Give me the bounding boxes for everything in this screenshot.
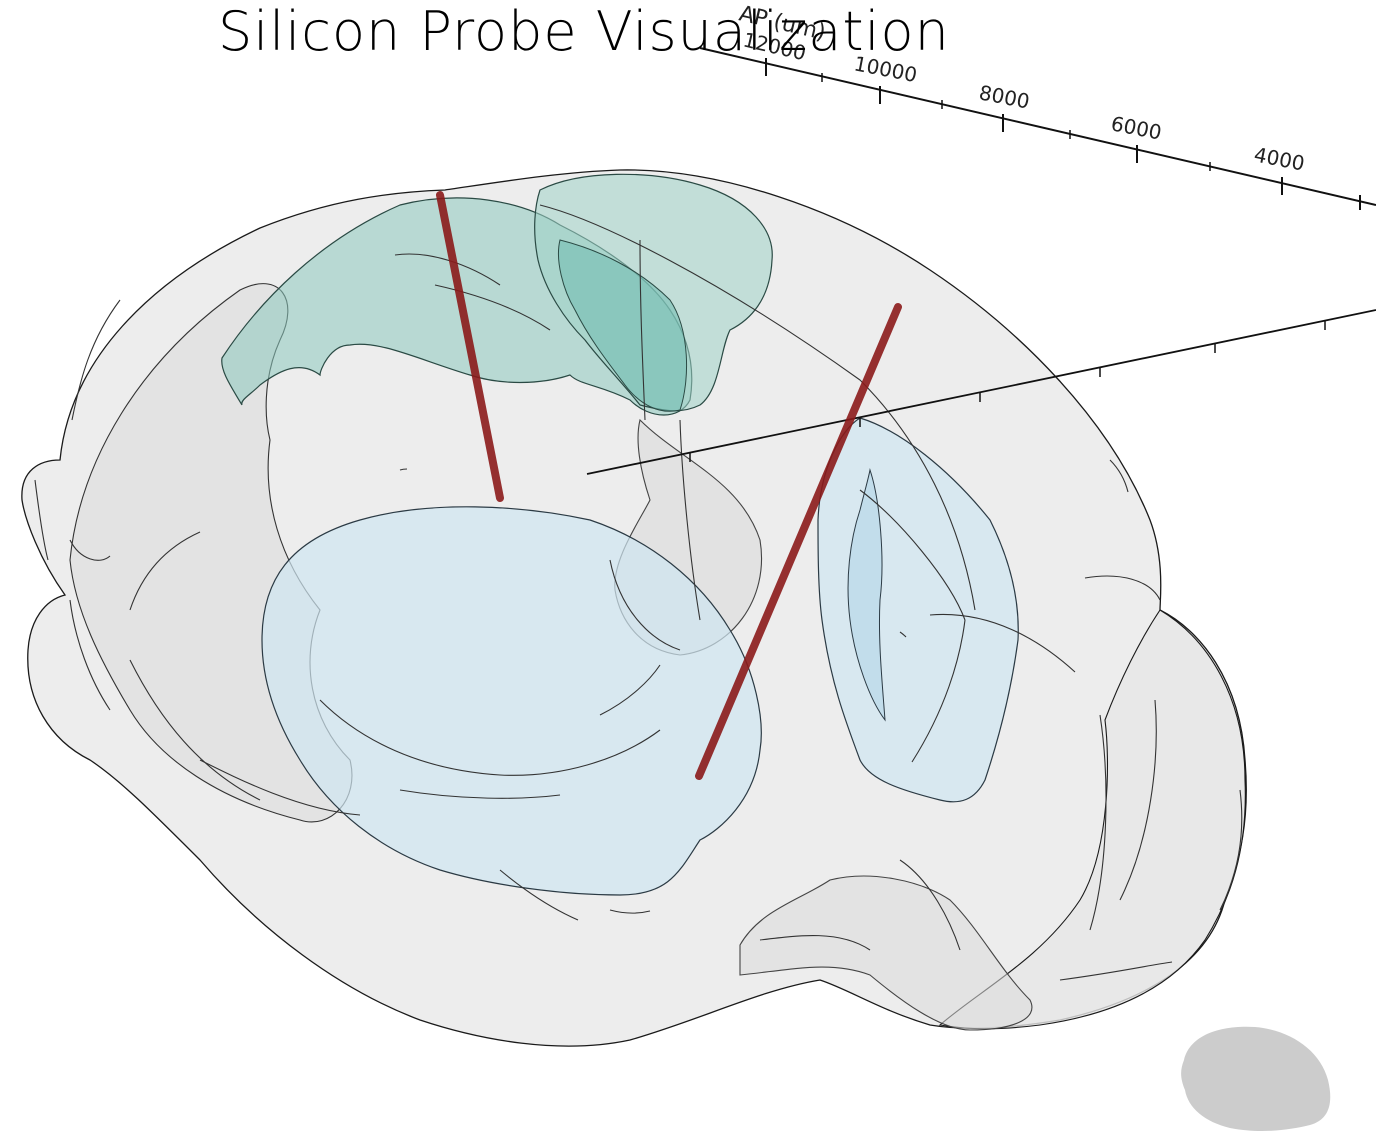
- blue-region-left: [261, 506, 762, 896]
- blue-region-inner: [847, 468, 886, 722]
- contour-line: [859, 489, 966, 621]
- contour-line: [539, 204, 976, 611]
- probe-1[interactable]: [436, 191, 504, 502]
- contour-line: [911, 619, 966, 763]
- ap-tick-label-3: 6000: [1109, 111, 1164, 144]
- contour-line: [434, 284, 551, 331]
- probes: [436, 191, 902, 780]
- inner-structure-ventral: [739, 875, 1033, 1031]
- ml-axis: [586, 309, 1376, 475]
- ml-axis-line: [586, 309, 1376, 475]
- contour-line: [319, 699, 661, 776]
- contour-line: [1059, 961, 1173, 981]
- figure-title: Silicon Probe Visualization: [218, 0, 950, 63]
- contour-line: [1119, 699, 1157, 901]
- contour-line: [69, 599, 111, 711]
- ap-axis: AP (um) 12000 10000 8000 6000 4000: [699, 1, 1376, 210]
- contour-line: [199, 759, 361, 816]
- ap-axis-line: [699, 47, 1376, 206]
- contour-line: [129, 659, 261, 801]
- contour-line: [759, 934, 871, 951]
- contour-line: [899, 859, 961, 951]
- contour-line: [679, 419, 701, 621]
- contour-line: [499, 869, 579, 921]
- contour-line: [71, 299, 121, 421]
- teal-region-core: [557, 239, 687, 412]
- contour-line: [1219, 789, 1243, 911]
- contour-line: [1084, 575, 1161, 601]
- contour-line: [1109, 459, 1129, 493]
- cerebellum-outline: [938, 609, 1246, 1030]
- contour-line: [34, 479, 49, 561]
- ap-tick-label-4: 4000: [1252, 142, 1307, 175]
- contour-line: [399, 789, 561, 799]
- contour-line: [929, 613, 1076, 673]
- contour-line: [69, 539, 111, 561]
- ap-tick-label-2: 8000: [977, 80, 1032, 113]
- contour-line: [899, 631, 907, 638]
- contour-line: [639, 239, 646, 421]
- contour-line: [129, 531, 201, 611]
- contour-line: [1089, 714, 1107, 931]
- contour-line: [599, 664, 661, 716]
- probe-2[interactable]: [695, 303, 902, 780]
- contour-line: [399, 468, 408, 471]
- contour-lines: [34, 204, 1243, 981]
- contour-line: [609, 559, 681, 651]
- orientation-thumbnail-brain: [1181, 1026, 1331, 1132]
- contour-line: [609, 909, 651, 914]
